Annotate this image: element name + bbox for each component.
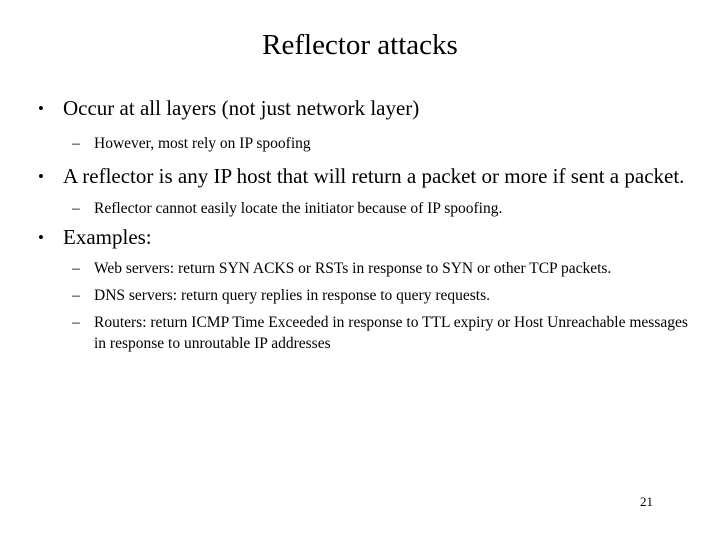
slide-body: • Occur at all layers (not just network … — [32, 96, 692, 355]
bullet-dash-icon: – — [72, 313, 80, 331]
bullet-dot-icon: • — [38, 99, 44, 118]
slide-page-number: 21 — [640, 494, 653, 509]
bullet-text: Occur at all layers (not just network la… — [63, 96, 420, 120]
bullet-dash-icon: – — [72, 259, 80, 277]
bullet-item-level2: – Web servers: return SYN ACKS or RSTs i… — [32, 258, 692, 279]
bullet-item-level2: – Routers: return ICMP Time Exceeded in … — [32, 312, 692, 354]
bullet-text: Routers: return ICMP Time Exceeded in re… — [94, 313, 688, 352]
bullet-text: Reflector cannot easily locate the initi… — [94, 200, 503, 217]
bullet-text: A reflector is any IP host that will ret… — [63, 163, 685, 188]
bullet-text: However, most rely on IP spoofing — [94, 134, 311, 152]
slide-title: Reflector attacks — [262, 29, 458, 61]
bullet-text: Web servers: return SYN ACKS or RSTs in … — [94, 259, 612, 277]
bullet-item-level2: – However, most rely on IP spoofing — [32, 133, 692, 154]
bullet-text: Examples: — [63, 225, 152, 249]
bullet-item-level1: • Occur at all layers (not just network … — [32, 96, 692, 122]
bullet-item-level1: • Examples: — [32, 225, 692, 251]
bullet-item-level1: • A reflector is any IP host that will r… — [32, 164, 692, 190]
bullet-dash-icon: – — [72, 200, 80, 217]
bullet-dot-icon: • — [38, 166, 44, 186]
bullet-item-level2: – DNS servers: return query replies in r… — [32, 285, 692, 306]
bullet-dot-icon: • — [38, 228, 44, 247]
spacer — [32, 191, 692, 198]
spacer — [32, 155, 692, 164]
bullet-text: DNS servers: return query replies in res… — [94, 286, 491, 304]
bullet-dash-icon: – — [72, 286, 80, 304]
bullet-dash-icon: – — [72, 134, 80, 152]
bullet-item-level2: – Reflector cannot easily locate the ini… — [32, 198, 692, 219]
spacer — [32, 124, 692, 133]
